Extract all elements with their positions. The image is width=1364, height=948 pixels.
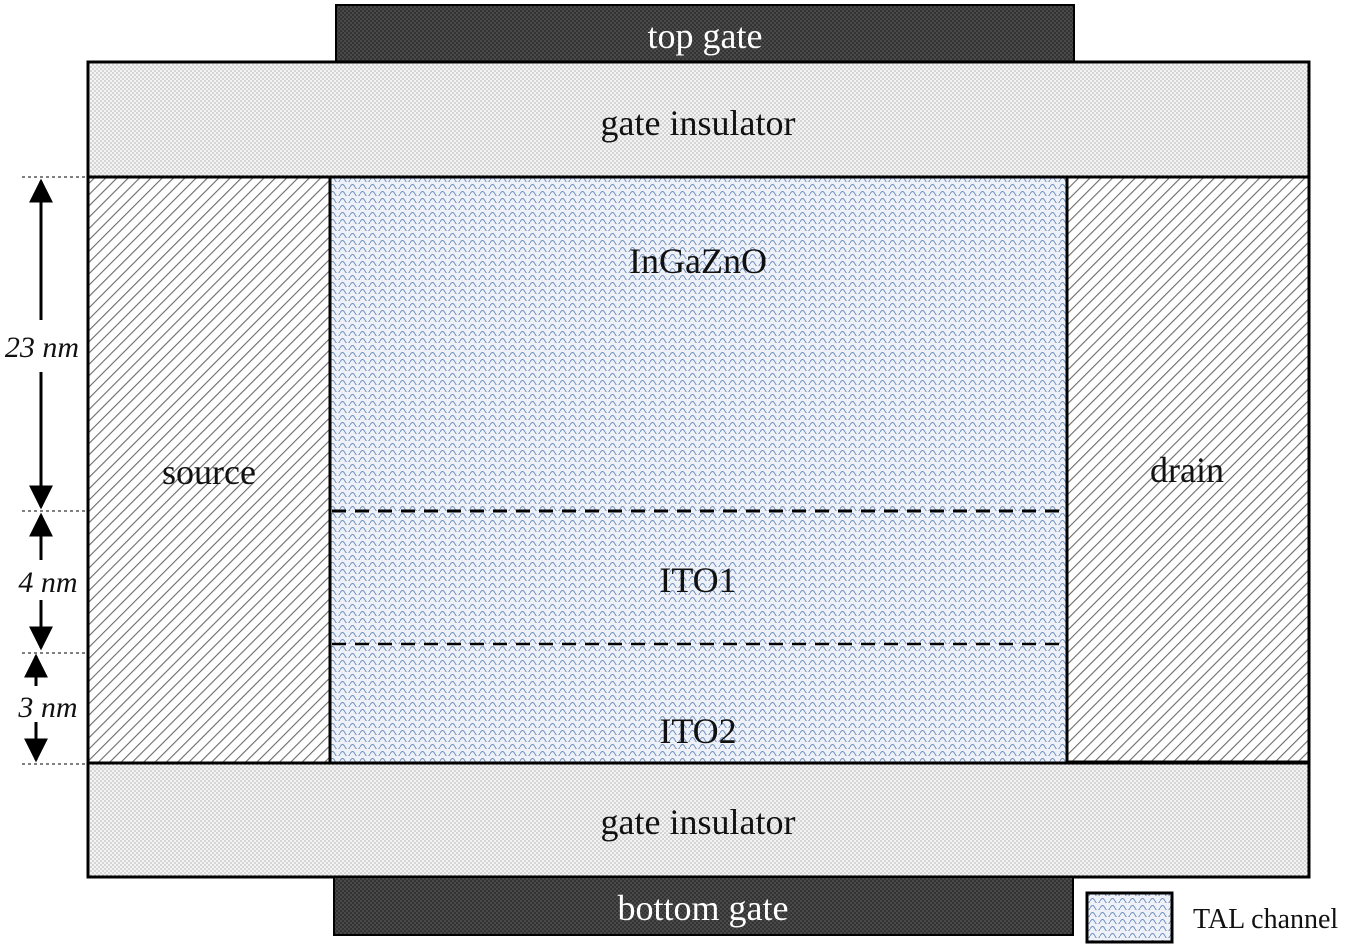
drain-label: drain	[1150, 450, 1224, 490]
ingazno-thickness-label: 23 nm	[5, 331, 79, 364]
bottom-gate-label: bottom gate	[618, 888, 789, 928]
top-gate-insulator: gate insulator	[86, 60, 1311, 179]
legend: TAL channel	[1085, 891, 1338, 944]
source-contact: source	[86, 175, 332, 765]
top-gate-label: top gate	[648, 16, 763, 56]
top-gate: top gate	[335, 4, 1075, 63]
ito1-thickness-label: 4 nm	[18, 566, 77, 599]
ito2-thickness-label: 3 nm	[17, 691, 77, 724]
ingazno-label: InGaZnO	[629, 241, 767, 281]
ito1-label: ITO1	[659, 560, 736, 600]
legend-swatch-tal-channel	[1085, 891, 1174, 944]
bottom-gate-insulator-label: gate insulator	[601, 802, 796, 842]
drain-contact: drain	[1065, 175, 1311, 764]
tal-channel-stack: InGaZnO ITO1 ITO2	[328, 175, 1069, 765]
bottom-gate-insulator: gate insulator	[86, 761, 1311, 879]
legend-label-tal-channel: TAL channel	[1193, 904, 1338, 935]
bottom-gate: bottom gate	[333, 876, 1074, 936]
source-label: source	[162, 452, 256, 492]
ito2-label: ITO2	[659, 711, 736, 751]
ito1-thickness-dimension: 4 nm	[18, 512, 78, 651]
dimension-guides	[22, 176, 88, 765]
ito2-thickness-dimension: 3 nm	[17, 653, 78, 763]
ingazno-thickness-dimension: 23 nm	[5, 178, 79, 510]
top-gate-insulator-label: gate insulator	[601, 103, 796, 143]
